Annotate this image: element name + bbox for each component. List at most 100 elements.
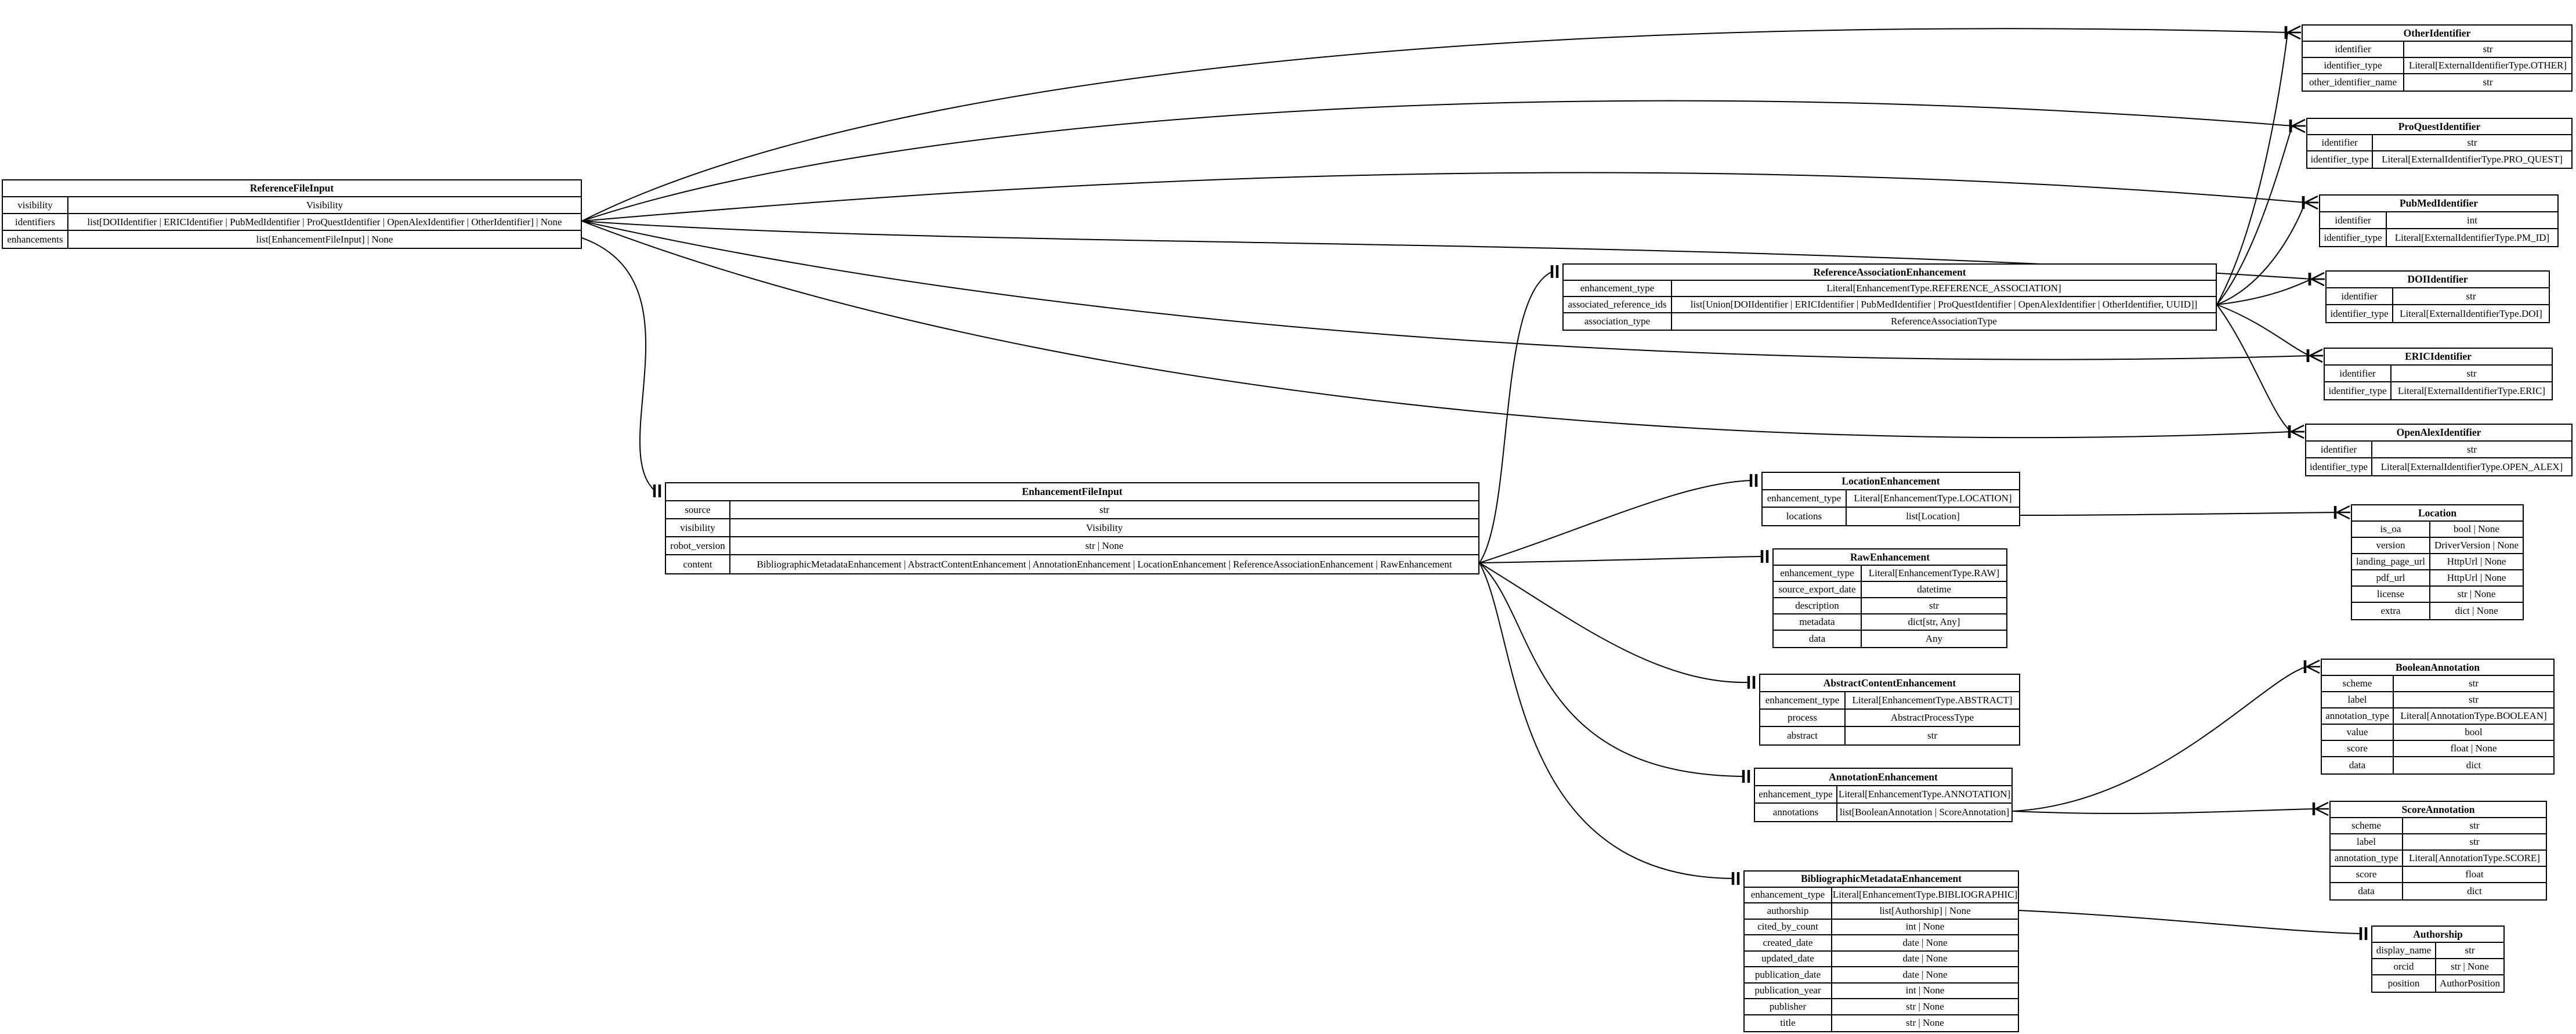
- field-name: annotation_type: [2322, 708, 2394, 724]
- relationship-edge: [581, 172, 2306, 222]
- cardinality-marker: [2306, 666, 2320, 674]
- entity-title: OpenAlexIdentifier: [2306, 425, 2571, 442]
- field-row: enhancement_type Literal[EnhancementType.…: [1763, 490, 2019, 508]
- field-type: Literal[EnhancementType.LOCATION]: [1854, 493, 2012, 504]
- cardinality-marker: [2311, 272, 2325, 280]
- field-type: int | None: [1905, 985, 1945, 996]
- entity-title: ReferenceAssociationEnhancement: [1564, 265, 2216, 281]
- field-type: str: [2483, 77, 2493, 88]
- field-type: str | None: [2457, 588, 2496, 599]
- field-name: identifiers: [3, 214, 68, 230]
- field-name: description: [1774, 598, 1862, 613]
- entity-title: DOIIdentifier: [2327, 272, 2549, 288]
- field-type: Visibility: [306, 199, 343, 211]
- entity-title: RawEnhancement: [1774, 549, 2006, 566]
- cardinality-marker: [2287, 31, 2301, 40]
- field-name: enhancement_type: [1774, 566, 1862, 581]
- relationship-edge: [2012, 666, 2307, 812]
- field-name: updated_date: [1745, 951, 1832, 966]
- cardinality-marker: [2311, 278, 2325, 287]
- field-name: enhancement_type: [1745, 887, 1832, 902]
- field-type: Visibility: [1086, 522, 1123, 533]
- entity-title: EnhancementFileInput: [666, 483, 1478, 501]
- field-type: Literal[ExternalIdentifierType.DOI]: [2400, 308, 2542, 319]
- field-type: Literal[EnhancementType.ANNOTATION]: [1838, 789, 2011, 800]
- cardinality-marker: [2309, 355, 2323, 363]
- field-name: orcid: [2372, 959, 2436, 974]
- field-type: list[Location]: [1906, 511, 1960, 522]
- relationship-edge: [581, 100, 2293, 222]
- relationship-edge: [2012, 808, 2316, 814]
- field-type: Literal[ExternalIdentifierType.PRO_QUEST…: [2382, 154, 2563, 165]
- cardinality-marker: [2291, 424, 2304, 433]
- field-name: position: [2372, 975, 2436, 992]
- field-name: identifier: [2303, 42, 2404, 57]
- field-type: list[BooleanAnnotation | ScoreAnnotation…: [1839, 807, 2010, 818]
- field-name: content: [666, 555, 730, 573]
- entity-title: AnnotationEnhancement: [1755, 769, 2011, 786]
- field-name: landing_page_url: [2352, 554, 2430, 569]
- field-type: str: [1099, 504, 1109, 515]
- field-type: HttpUrl | None: [2447, 556, 2506, 567]
- field-type: date | None: [1902, 937, 1948, 948]
- field-name: scheme: [2322, 676, 2394, 691]
- field-name: metadata: [1774, 614, 1862, 630]
- field-name: enhancement_type: [1763, 490, 1847, 507]
- field-type: AbstractProcessType: [1890, 712, 1974, 723]
- field-name: identifier: [2327, 288, 2393, 304]
- field-type: str | None: [1906, 1017, 1944, 1029]
- field-name: authorship: [1745, 903, 1832, 919]
- field-row: landing_page_url HttpUrl | None: [2352, 554, 2523, 570]
- cardinality-marker: [2304, 195, 2318, 204]
- cardinality-marker: [2309, 348, 2323, 357]
- entity-title: ReferenceFileInput: [3, 180, 581, 197]
- entity-title: ERICIdentifier: [2325, 349, 2552, 366]
- field-type: str | None: [1085, 540, 1124, 551]
- field-row: robot_version str | None: [666, 537, 1478, 555]
- field-name: source_export_date: [1774, 582, 1862, 597]
- field-type: list[Union[DOIIdentifier | ERICIdentifie…: [1690, 299, 2198, 310]
- field-type: list[DOIIdentifier | ERICIdentifier | Pu…: [87, 216, 562, 227]
- field-type: dict[str, Any]: [1908, 616, 1960, 627]
- field-type: dict: [2467, 885, 2482, 896]
- relationship-edge: [1479, 562, 1734, 879]
- field-type: Literal[EnhancementType.REFERENCE_ASSOCI…: [1826, 283, 2061, 294]
- entity-title: PubMedIdentifier: [2320, 196, 2557, 212]
- field-name: identifier_type: [2307, 151, 2373, 168]
- field-type: str: [2469, 836, 2480, 847]
- relationship-edge: [1479, 480, 1752, 563]
- field-name: robot_version: [666, 537, 730, 554]
- entity-title: AbstractContentEnhancement: [1760, 675, 2019, 692]
- cardinality-marker: [2292, 118, 2306, 127]
